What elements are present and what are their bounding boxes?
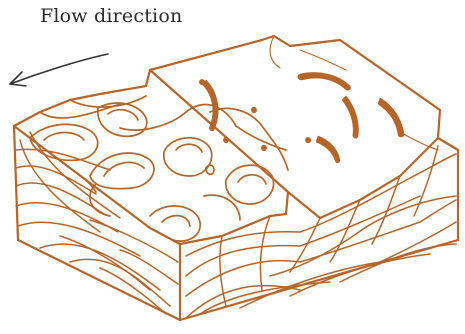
scour-pits: [30, 96, 288, 241]
cross-bed-laminae: [16, 132, 456, 318]
block-outline: [14, 36, 458, 320]
flow-arrow: [10, 54, 108, 86]
